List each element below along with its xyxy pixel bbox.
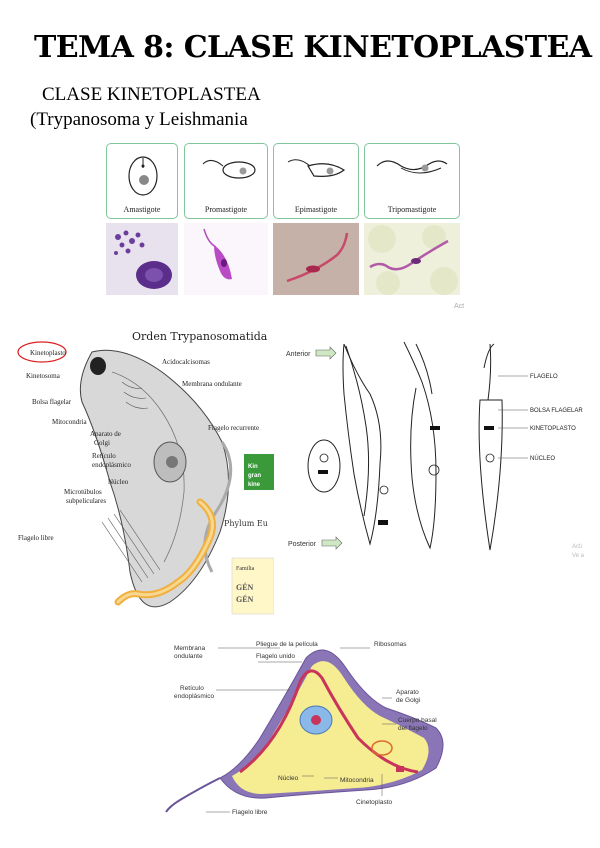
tripomastigote-photo [364,223,460,295]
tripomastigote-drawing [376,160,448,174]
label-anterior: Anterior [286,351,311,358]
label-nucleo: Núcleo [108,478,129,486]
promastigote-photo [184,223,268,295]
label-golgi-2: Golgi [94,439,110,447]
label-membrana: Membrana [174,645,205,652]
trypanosome-forms-figure: Anterior Posterior FLAGELO BOLSA FLAGELA… [284,340,594,560]
section-heading: CLASE KINETOPLASTEA [42,84,261,105]
promastigote-drawing [202,160,256,179]
classification-box [244,454,274,490]
label-microtubulos: Microtúbulos [64,488,102,496]
trypanosoma-diagram: Orden Trypanosomatida Kinetoplasto Kinet… [17,330,274,615]
trypanosoma-structure-figure: Orden Trypanosomatida Kinetoplasto Kinet… [12,322,274,622]
trypanosoma-cell-figure: Membrana ondulante Pliegue de la películ… [160,628,450,818]
label-microtubulos-2: subpeliculares [66,497,106,505]
label-golgi: Aparato de [90,430,121,438]
box-text-2: gran [248,473,261,479]
label-flagelo-unido: Flagelo unido [256,653,295,660]
box-text-1: Kin [248,464,258,470]
forms-diagram: Anterior Posterior FLAGELO BOLSA FLAGELA… [286,341,585,559]
label-posterior: Posterior [288,541,317,548]
label-reticulo: Retículo [180,685,204,692]
stage-epimastigote: Epimastigote [273,143,359,219]
label-flagelo-libre: Flagelo libre [18,534,54,542]
stage-amastigote: Amastigote [106,143,178,219]
fig2-title: Orden Trypanosomatida [132,330,268,343]
watermark-1: Acti [572,544,582,550]
free-flagellum [165,777,221,813]
label-nucleo: NÚCLEO [530,455,555,462]
label-flagelo-libre: Flagelo libre [232,809,268,816]
amastigote-photo [106,223,178,295]
label-flagelo: FLAGELO [530,374,558,380]
stage-label: Promastigote [204,205,248,214]
label-golgi: Aparato [396,689,419,696]
label-kinetosoma: Kinetosoma [26,372,61,380]
label-cinetoplasto: Cinetoplasto [356,799,393,806]
family-box [231,557,274,615]
kinetoplast [396,766,404,772]
genus-label-2: GÉN [236,594,254,604]
arrow-posterior [321,536,343,550]
cell-diagram: Membrana ondulante Pliegue de la películ… [165,641,444,816]
stage-label: Tripomastigote [387,205,437,214]
label-reticulo-2: endoplásmico [92,461,131,469]
label-mitocondria: Mitocondria [52,418,87,426]
label-recurrente: Flagelo recurrente [208,424,259,432]
family-label: Familia [236,566,255,572]
golgi [371,740,393,756]
label-cuerpo-basal: Cuerpo basal [398,717,437,724]
label-mitocondria: Mitocondria [340,777,374,784]
genus-label-1: GÉN [236,582,254,592]
label-pliegue: Pliegue de la película [256,641,318,648]
stage-label: Amastigote [123,205,161,214]
label-cuerpo-basal-2: del flagelo [398,725,428,732]
label-golgi-2: de Golgi [396,697,420,704]
label-membrana-2: ondulante [174,653,203,660]
label-acidocalcisomas: Acidocalcisomas [162,358,210,366]
stage-promastigote: Promastigote [184,143,268,219]
kinetoplast-highlight [17,341,67,363]
arrow-anterior [315,346,337,360]
stages-figure: Amastigote Promastigote Epimastigote Tri… [106,143,460,297]
label-reticulo-2: endoplásmico [174,693,214,700]
stage-tripomastigote: Tripomastigote [364,143,460,219]
watermark-2: Ve a [572,553,585,559]
section-subheading: (Trypanosoma y Leishmania [30,109,248,130]
cytoplasm [232,661,429,794]
label-bolsa-flagelar: BOLSA FLAGELAR [530,408,583,414]
label-kinetoplasto: KINETOPLASTO [530,426,576,432]
stage-label: Epimastigote [294,205,338,214]
label-ribosomas: Ribosomas [374,641,407,648]
page-title: TEMA 8: CLASE KINETOPLASTEA [34,30,592,65]
box-text-3: kine [248,482,261,488]
watermark-text: Act [454,303,465,310]
epimastigote-photo [273,223,359,295]
amastigote-drawing [128,156,158,196]
kinetoplast-shape [90,357,106,375]
label-kinetoplasto: Kinetoplasto [30,349,66,357]
label-bolsa: Bolsa flagelar [32,398,72,406]
label-nucleo: Núcleo [278,775,299,782]
epimastigote-drawing [287,159,346,177]
label-phylum: Phylum Eu [224,519,268,528]
label-reticulo: Retículo [92,452,116,460]
label-membrana: Membrana ondulante [182,380,242,388]
